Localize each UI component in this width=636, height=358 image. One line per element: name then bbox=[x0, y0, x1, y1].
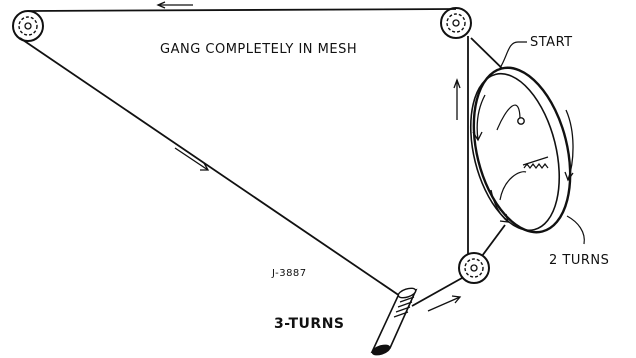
tension-spring-icon bbox=[522, 156, 549, 169]
cord-to-drum-bottom bbox=[481, 224, 506, 257]
start-label: START bbox=[530, 35, 573, 50]
shaft-turns-label: 3-TURNS bbox=[274, 316, 345, 332]
two-turns-leader-line bbox=[566, 215, 585, 245]
cord-anchor-ball bbox=[517, 117, 525, 125]
arrow-diagonal-icon bbox=[174, 147, 210, 171]
drum-rotation-arrow-left-icon bbox=[472, 94, 486, 142]
cord-top-run bbox=[27, 8, 457, 12]
pulley-bottom-right bbox=[458, 252, 490, 284]
arrow-up-right-side-icon bbox=[453, 78, 461, 120]
diagram-title: GANG COMPLETELY IN MESH bbox=[160, 42, 357, 57]
cord-shaft-to-pulley bbox=[411, 277, 463, 307]
arrow-top-left-icon bbox=[156, 1, 193, 9]
arrow-bottom-right-icon bbox=[427, 295, 462, 312]
pulley-top-right bbox=[440, 7, 472, 39]
cord-diagonal-run bbox=[19, 37, 401, 297]
tuning-shaft bbox=[370, 287, 418, 356]
drum-rotation-arrow-right-icon bbox=[564, 109, 574, 182]
start-leader-line bbox=[499, 41, 527, 69]
pulley-top-left bbox=[12, 10, 44, 42]
dial-drum bbox=[469, 66, 572, 234]
drum-rotation-arrow-lower-icon bbox=[490, 189, 509, 223]
dial-turns-label: 2 TURNS bbox=[549, 253, 609, 268]
drawing-number-label: J-3887 bbox=[271, 268, 307, 279]
